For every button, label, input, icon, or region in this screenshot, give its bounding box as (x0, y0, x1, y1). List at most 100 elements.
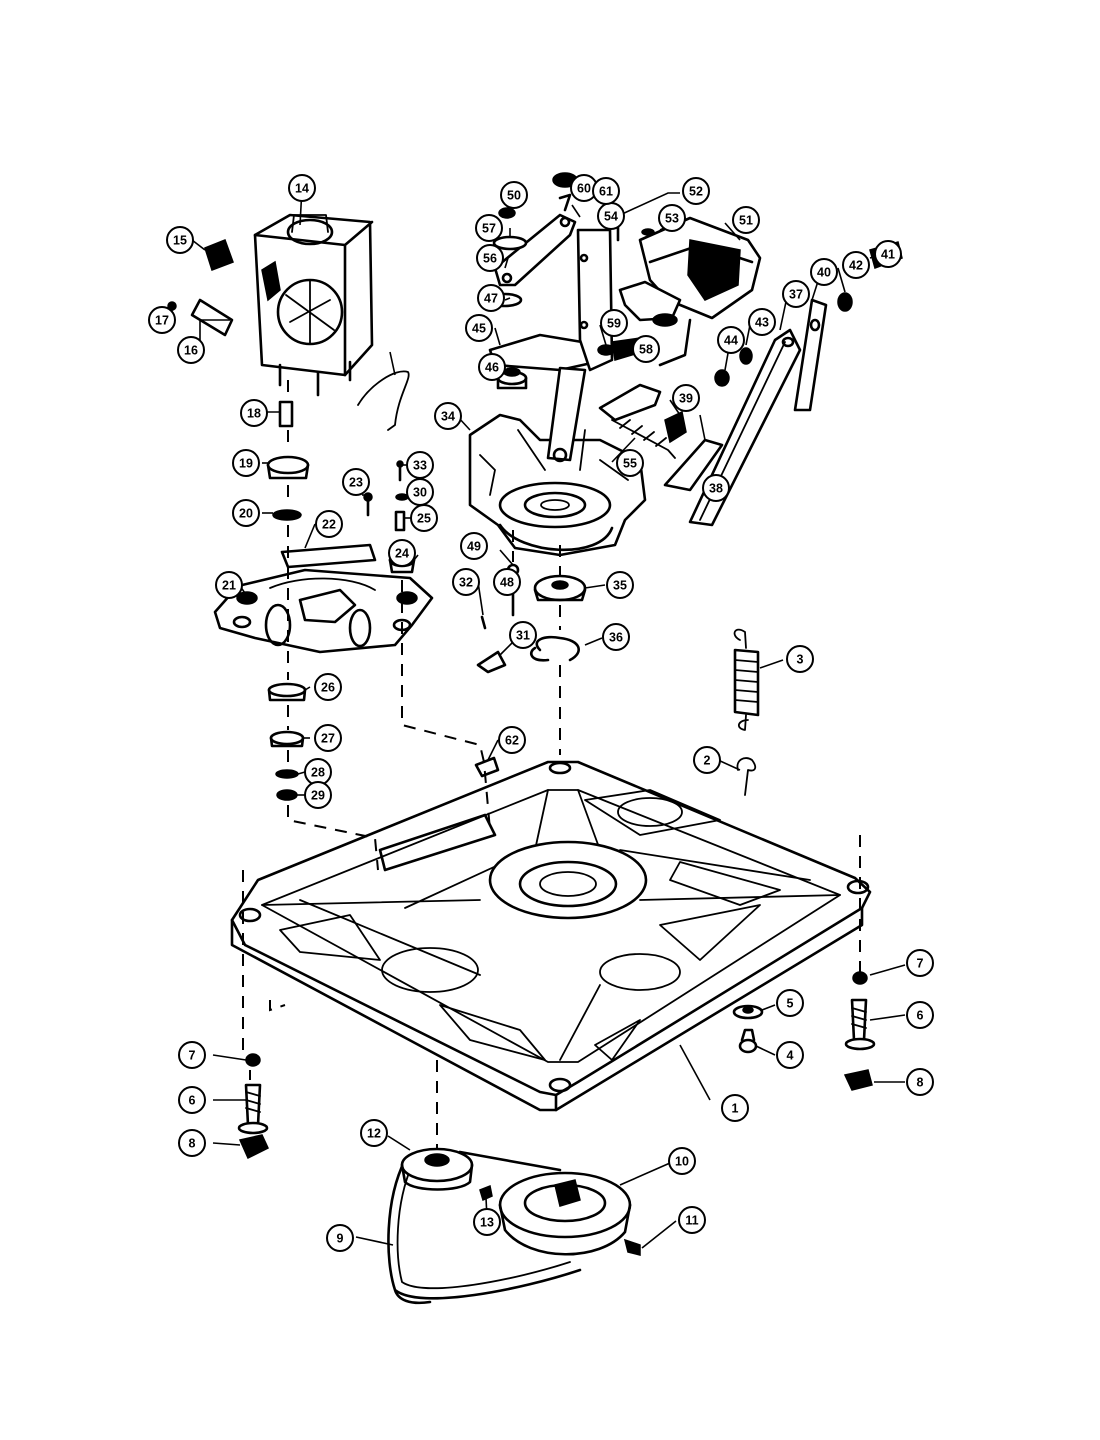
callout-9: 9 (326, 1224, 354, 1252)
callout-circle (672, 384, 700, 412)
callout-30: 30 (406, 478, 434, 506)
callout-number: 2 (704, 754, 711, 768)
callout-circle (360, 1119, 388, 1147)
part-40 (664, 410, 687, 444)
spring-34 (357, 370, 410, 431)
callout-7: 7 (906, 949, 934, 977)
callout-number: 60 (577, 182, 591, 196)
callout-25: 25 (410, 504, 438, 532)
callout-40: 40 (810, 258, 838, 286)
callout-39: 39 (672, 384, 700, 412)
callout-circle (782, 280, 810, 308)
callout-number: 18 (247, 407, 261, 421)
callout-circle (148, 306, 176, 334)
callout-11: 11 (678, 1206, 706, 1234)
callout-circle (500, 181, 528, 209)
callout-circle (240, 399, 268, 427)
motor (253, 213, 374, 397)
callout-14: 14 (288, 174, 316, 202)
callout-number: 52 (689, 185, 703, 199)
callout-27: 27 (314, 724, 342, 752)
callout-number: 14 (295, 182, 309, 196)
callout-22: 22 (315, 510, 343, 538)
callout-circle (606, 571, 634, 599)
callout-number: 38 (709, 482, 723, 496)
callout-circle (906, 1001, 934, 1029)
callout-circle (388, 539, 416, 567)
callout-number: 24 (395, 547, 409, 561)
alignment-lines (242, 380, 861, 1150)
callout-circle (475, 214, 503, 242)
callout-number: 29 (311, 789, 325, 803)
callout-number: 57 (482, 222, 496, 236)
callout-circle (178, 1041, 206, 1069)
callout-number: 56 (483, 252, 497, 266)
callout-number: 4 (787, 1049, 794, 1063)
callout-6: 6 (178, 1086, 206, 1114)
callout-52: 52 (682, 177, 710, 205)
pulley-stack-lower (267, 682, 307, 801)
callout-3: 3 (786, 645, 814, 673)
callout-circle (232, 499, 260, 527)
callout-number: 50 (507, 189, 521, 203)
callout-17: 17 (148, 306, 176, 334)
callout-number: 53 (665, 212, 679, 226)
callout-circle (810, 258, 838, 286)
callout-number: 44 (724, 334, 738, 348)
callout-number: 42 (849, 259, 863, 273)
callout-24: 24 (388, 539, 416, 567)
callout-number: 62 (505, 734, 519, 748)
callout-circle (658, 204, 686, 232)
callout-number: 8 (917, 1076, 924, 1090)
callout-circle (721, 1094, 749, 1122)
callout-4: 4 (776, 1041, 804, 1069)
callout-26: 26 (314, 673, 342, 701)
callout-32: 32 (452, 568, 480, 596)
callout-58: 58 (632, 335, 660, 363)
callout-circle (476, 244, 504, 272)
callout-number: 28 (311, 766, 325, 780)
callout-number: 55 (623, 457, 637, 471)
callout-number: 22 (322, 518, 336, 532)
callout-circle (314, 673, 342, 701)
callout-number: 21 (222, 579, 236, 593)
callout-circle (215, 571, 243, 599)
callout-labels: 1234566778891011121314151617181920212223… (148, 174, 934, 1252)
callout-55: 55 (616, 449, 644, 477)
callout-circle (232, 449, 260, 477)
callout-number: 61 (599, 185, 613, 199)
callout-circle (406, 451, 434, 479)
callout-number: 12 (367, 1127, 381, 1141)
callout-number: 11 (685, 1214, 698, 1228)
callout-circle (288, 174, 316, 202)
callout-number: 17 (155, 314, 169, 328)
callout-21: 21 (215, 571, 243, 599)
motor-small-parts (167, 239, 234, 337)
callout-18: 18 (240, 399, 268, 427)
pulley-stack-left (266, 400, 310, 521)
callout-circle (717, 326, 745, 354)
callout-47: 47 (477, 284, 505, 312)
callout-circle (315, 510, 343, 538)
callout-59: 59 (600, 309, 628, 337)
callout-number: 26 (321, 681, 335, 695)
callout-circle (326, 1224, 354, 1252)
callout-number: 3 (797, 653, 804, 667)
callout-number: 31 (516, 629, 530, 643)
callout-circle (842, 251, 870, 279)
callout-number: 59 (607, 317, 621, 331)
callout-15: 15 (166, 226, 194, 254)
callout-number: 13 (480, 1216, 494, 1230)
callout-circle (493, 568, 521, 596)
callout-circle (304, 781, 332, 809)
callout-circle (906, 949, 934, 977)
callout-circle (874, 240, 902, 268)
callout-48: 48 (493, 568, 521, 596)
callout-35: 35 (606, 571, 634, 599)
callout-number: 25 (417, 512, 431, 526)
callout-number: 32 (459, 576, 473, 590)
callout-number: 15 (173, 234, 187, 248)
callout-circle (600, 309, 628, 337)
callout-29: 29 (304, 781, 332, 809)
callout-number: 46 (485, 361, 499, 375)
